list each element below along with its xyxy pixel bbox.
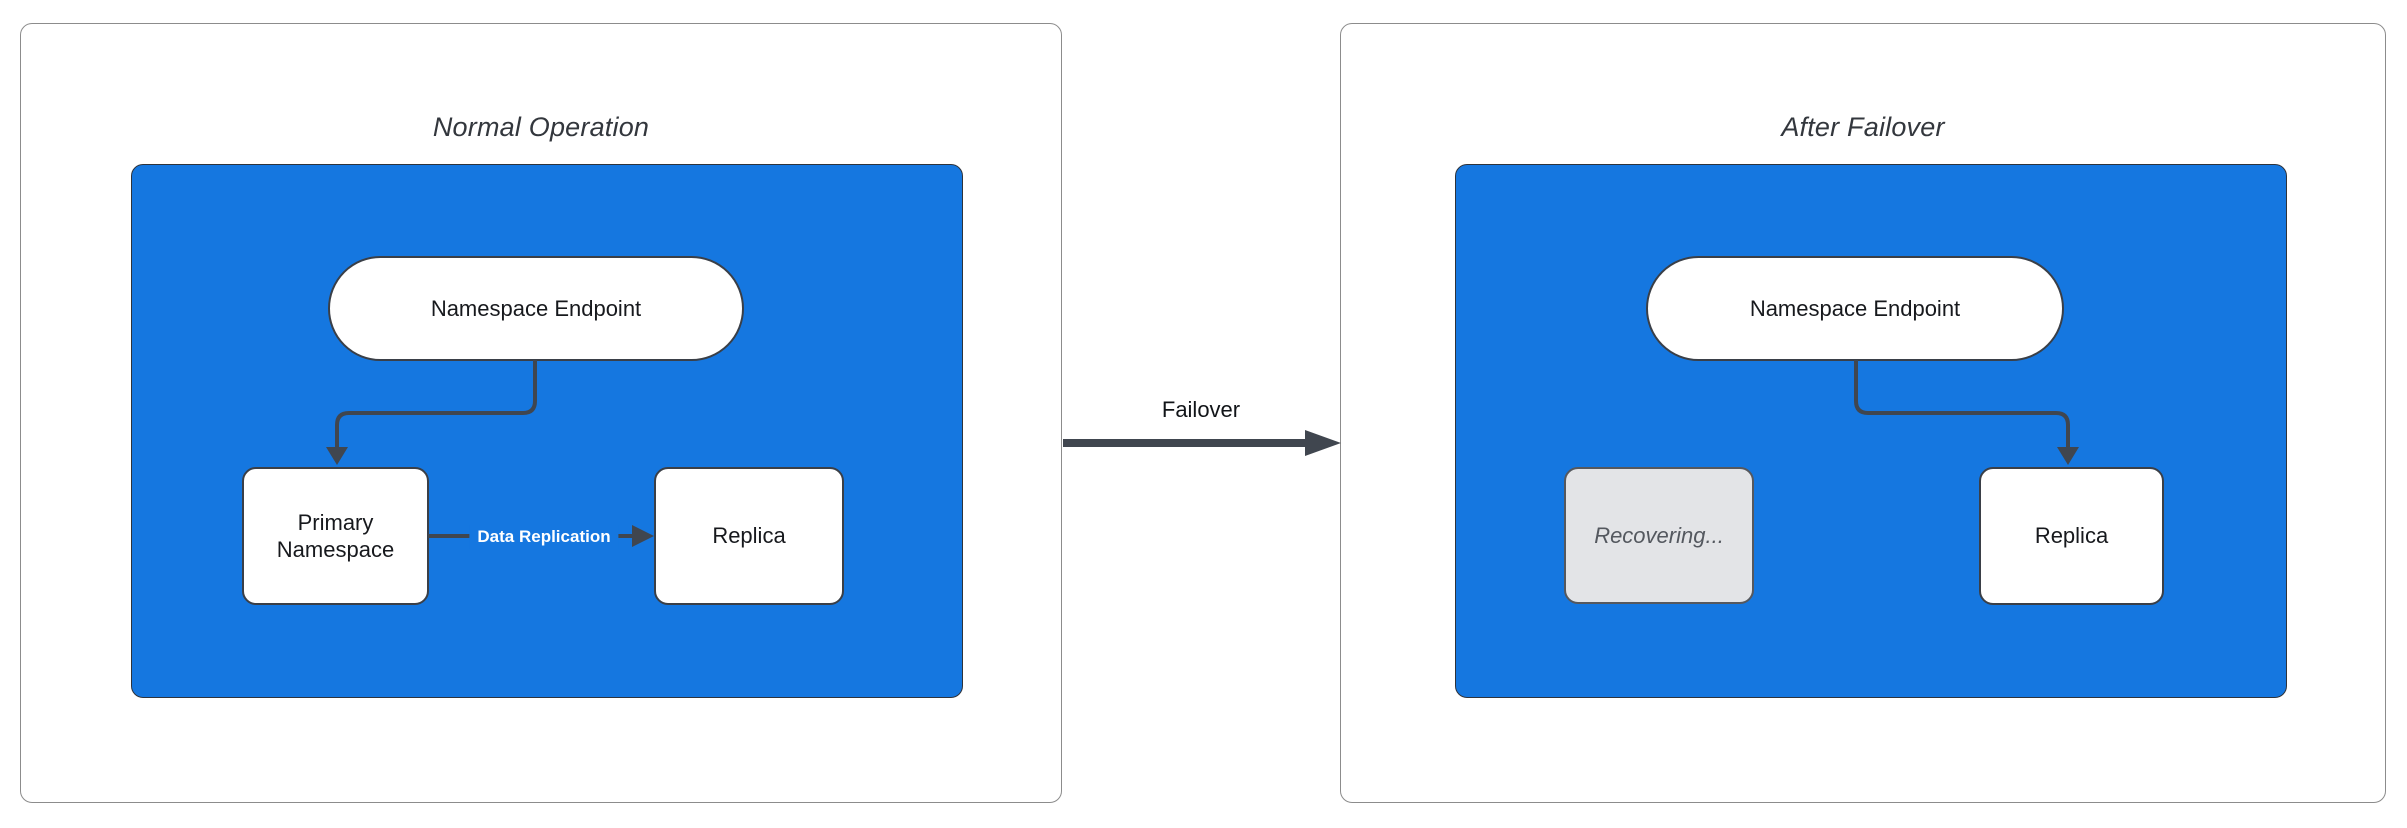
- node-namespace-endpoint-left: Namespace Endpoint: [328, 256, 744, 361]
- node-replica-right: Replica: [1979, 467, 2164, 605]
- node-namespace-endpoint-right: Namespace Endpoint: [1646, 256, 2064, 361]
- node-label: Primary Namespace: [276, 509, 395, 563]
- node-label: Namespace Endpoint: [1749, 295, 1961, 321]
- namespace-group-normal: [131, 164, 963, 698]
- panel-title-after-failover: After Failover: [1781, 112, 1945, 142]
- node-label: Namespace Endpoint: [430, 295, 642, 321]
- node-label: Replica: [712, 523, 786, 549]
- namespace-group-failover: [1455, 164, 2287, 698]
- edge-label-data-replication: Data Replication: [469, 525, 619, 549]
- after-failover-panel: After Failover Namespace Endpoint Recove…: [1340, 23, 2386, 803]
- normal-operation-panel: Normal Operation Namespace Endpoint Prim…: [20, 23, 1062, 803]
- node-replica-left: Replica: [654, 467, 844, 605]
- failover-arrow: [1063, 430, 1341, 456]
- node-label: Replica: [2034, 523, 2109, 549]
- node-label: Recovering...: [1594, 522, 1724, 548]
- node-primary-namespace: Primary Namespace: [242, 467, 429, 605]
- failover-arrow-label: Failover: [1161, 397, 1241, 422]
- panel-title-normal-operation: Normal Operation: [432, 112, 650, 142]
- node-recovering: Recovering...: [1564, 467, 1754, 604]
